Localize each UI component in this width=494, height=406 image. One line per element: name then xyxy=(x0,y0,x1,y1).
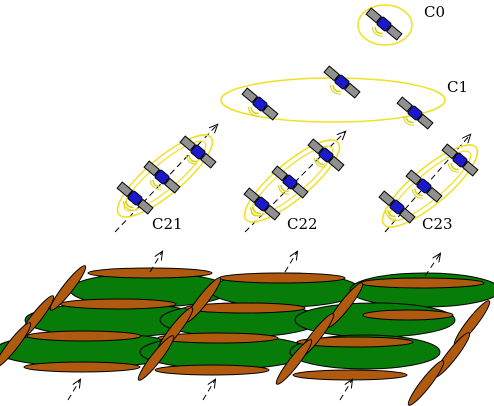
brown-leaf xyxy=(154,364,270,376)
brown-leaf xyxy=(184,302,306,314)
satellite-icon xyxy=(378,190,416,224)
brown-leaf xyxy=(137,335,175,381)
brown-leaf xyxy=(0,322,32,368)
dashed-arrow-icon xyxy=(67,380,80,401)
brown-leaf xyxy=(157,332,279,344)
satellite-icon xyxy=(271,165,309,199)
ground-layer xyxy=(0,265,494,406)
satellites xyxy=(116,7,479,224)
satellite-icon xyxy=(243,187,281,221)
label-c23: C23 xyxy=(422,215,453,233)
cluster-labels: C0 C1 C21 C22 C23 xyxy=(152,3,468,233)
label-c0: C0 xyxy=(424,3,445,21)
satellite-icon xyxy=(116,181,154,215)
brown-leaf xyxy=(292,369,408,381)
label-c21: C21 xyxy=(152,215,183,233)
brown-leaf xyxy=(362,309,454,321)
label-c1: C1 xyxy=(447,78,468,96)
satellite-icon xyxy=(241,87,279,121)
brown-leaf xyxy=(59,298,177,310)
satellite-icon xyxy=(323,65,361,99)
brown-leaf xyxy=(23,361,141,373)
dashed-arrow-icon xyxy=(284,252,297,273)
dashed-arrow-icon xyxy=(424,254,440,277)
brown-leaf xyxy=(218,272,346,284)
satellite-icon xyxy=(396,96,434,130)
satellite-icon xyxy=(307,138,345,172)
brown-leaf xyxy=(49,265,87,311)
brown-leaf xyxy=(26,330,142,342)
cluster-ring-c0 xyxy=(357,4,413,46)
brown-leaf xyxy=(275,339,313,385)
brown-leaf xyxy=(87,267,213,279)
dashed-arrow-icon xyxy=(202,380,215,401)
satellite-icon xyxy=(179,135,217,169)
satellite-icon xyxy=(365,7,403,41)
label-c22: C22 xyxy=(287,215,318,233)
satellite-icon xyxy=(143,160,181,194)
dashed-arrow-icon xyxy=(339,380,352,401)
satellite-icon xyxy=(441,143,479,177)
satellite-icon xyxy=(405,169,443,203)
brown-leaves xyxy=(0,265,491,406)
cluster-ring-c23 xyxy=(381,144,479,228)
brown-leaf xyxy=(296,336,414,348)
dashed-arrow-icon xyxy=(149,252,162,273)
brown-leaf xyxy=(407,360,445,406)
brown-leaf xyxy=(359,277,485,289)
